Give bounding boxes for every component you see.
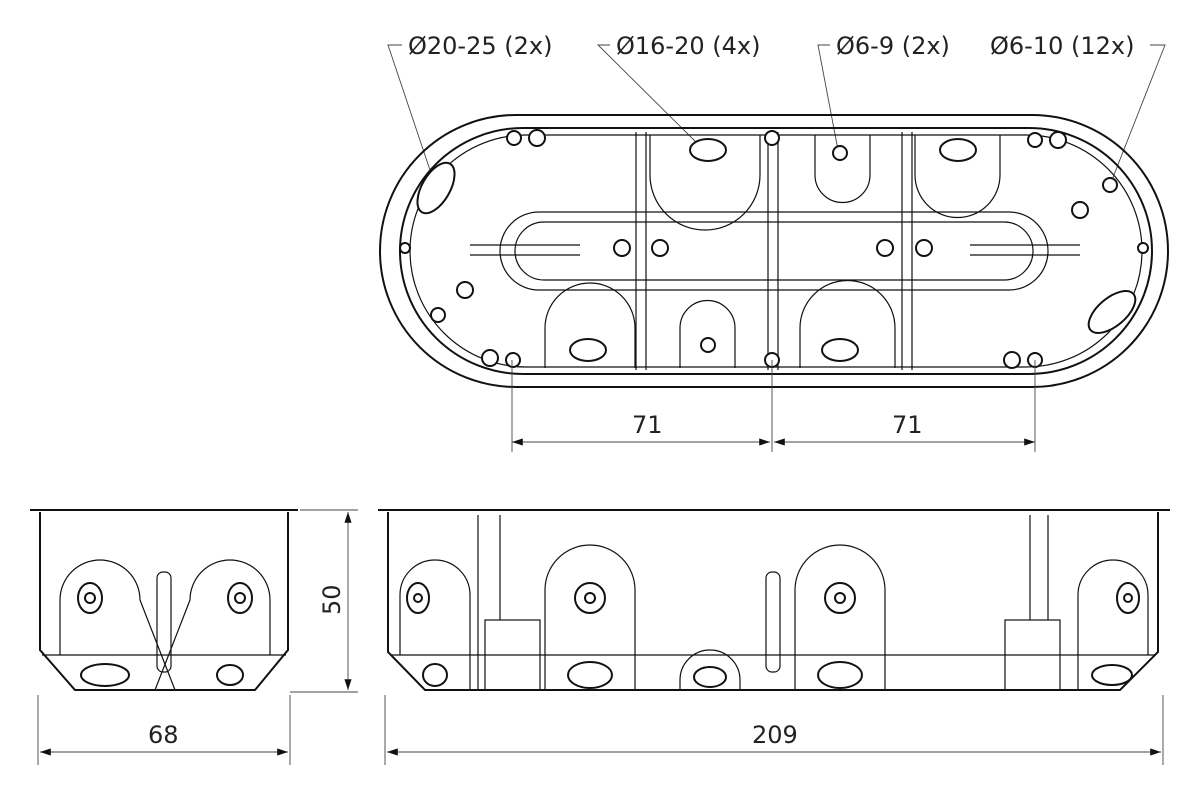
leader-line — [596, 44, 705, 151]
dimension-label-left-spacing: 71 — [632, 411, 663, 439]
knockout-large — [416, 161, 456, 215]
knockout-medium — [821, 338, 859, 362]
leader-line — [817, 44, 839, 151]
knockout-large — [1087, 290, 1137, 334]
center-channel — [499, 211, 1049, 291]
knockout-medium — [939, 138, 977, 162]
dimension-label-length: 209 — [752, 721, 798, 749]
leader-line — [387, 44, 437, 189]
knockout-medium — [689, 138, 727, 162]
top-view: 71 71 — [379, 114, 1169, 452]
callout-diameter-6-10: Ø6-10 (12x) — [990, 32, 1166, 186]
dimension-label-right-spacing: 71 — [892, 411, 923, 439]
inner-wall — [399, 127, 1153, 375]
side-view-long: 209 — [378, 509, 1170, 765]
dimension-label-width: 68 — [148, 721, 179, 749]
side-view-short: 50 68 — [30, 509, 358, 765]
callout-diameter-6-9: Ø6-9 (2x) — [817, 32, 950, 151]
callout-diameter-16-20: Ø16-20 (4x) — [596, 32, 760, 151]
outer-flange — [379, 114, 1169, 388]
callout-label: Ø6-9 (2x) — [836, 32, 950, 60]
callout-label: Ø6-10 (12x) — [990, 32, 1134, 60]
callout-label: Ø20-25 (2x) — [408, 32, 552, 60]
dimension-label-height: 50 — [318, 584, 346, 615]
knockout-medium — [569, 338, 607, 362]
callout-label: Ø16-20 (4x) — [616, 32, 760, 60]
callout-diameter-20-25: Ø20-25 (2x) — [387, 32, 552, 189]
leader-line — [1109, 44, 1166, 186]
small-holes — [399, 129, 1149, 369]
